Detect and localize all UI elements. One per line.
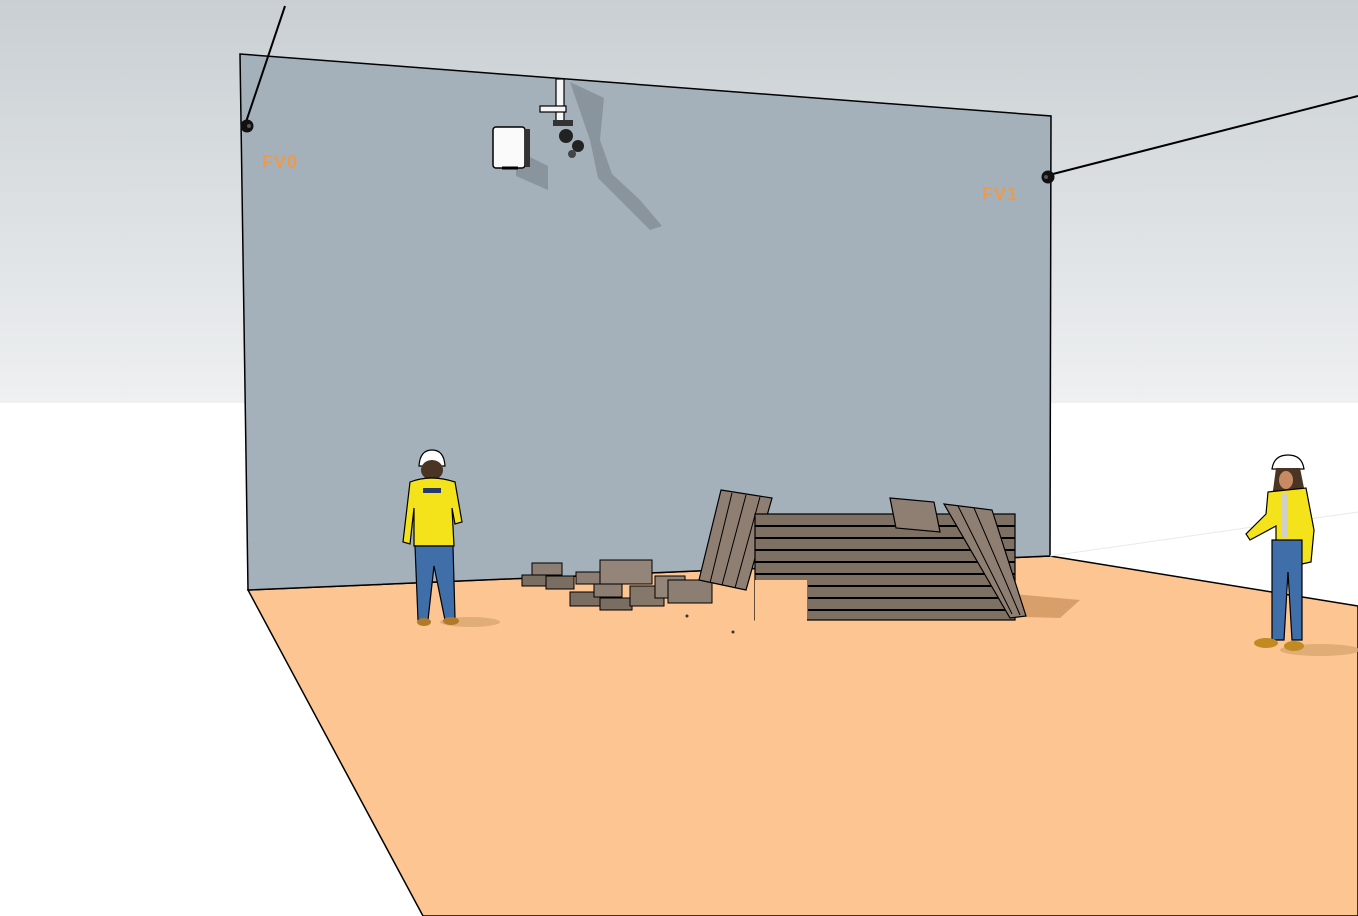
enclosure-body bbox=[493, 127, 525, 168]
box bbox=[532, 563, 562, 575]
enclosure-side bbox=[525, 129, 530, 167]
dome-camera-lens bbox=[1044, 175, 1048, 179]
mount-bracket bbox=[553, 120, 573, 126]
box bbox=[522, 575, 548, 586]
worker-boot-left bbox=[417, 618, 431, 626]
box bbox=[600, 560, 652, 584]
mount-camera bbox=[559, 129, 573, 143]
mount-pole bbox=[556, 79, 564, 121]
worker-head bbox=[421, 460, 443, 480]
box bbox=[546, 576, 574, 589]
camera-label-fv0: FV0 bbox=[262, 152, 298, 172]
debris bbox=[686, 615, 689, 618]
debris bbox=[732, 631, 735, 634]
pallet-stack-gap bbox=[755, 580, 807, 621]
box bbox=[600, 598, 632, 610]
mount-camera-2 bbox=[572, 140, 584, 152]
worker-shirt bbox=[1282, 494, 1288, 538]
dome-camera-lens bbox=[247, 124, 251, 128]
mount-arm bbox=[540, 106, 566, 112]
box bbox=[668, 580, 712, 603]
worker-boot-right bbox=[443, 617, 459, 625]
box bbox=[594, 584, 622, 597]
camera-label-fv1: FV1 bbox=[982, 184, 1018, 204]
pallet-leaning bbox=[890, 498, 940, 532]
worker-face bbox=[1279, 471, 1293, 489]
worker-logo bbox=[423, 488, 441, 493]
mount-camera-3 bbox=[568, 150, 576, 158]
worker-boot-left bbox=[1254, 638, 1278, 648]
worker-boot-right bbox=[1284, 641, 1304, 651]
